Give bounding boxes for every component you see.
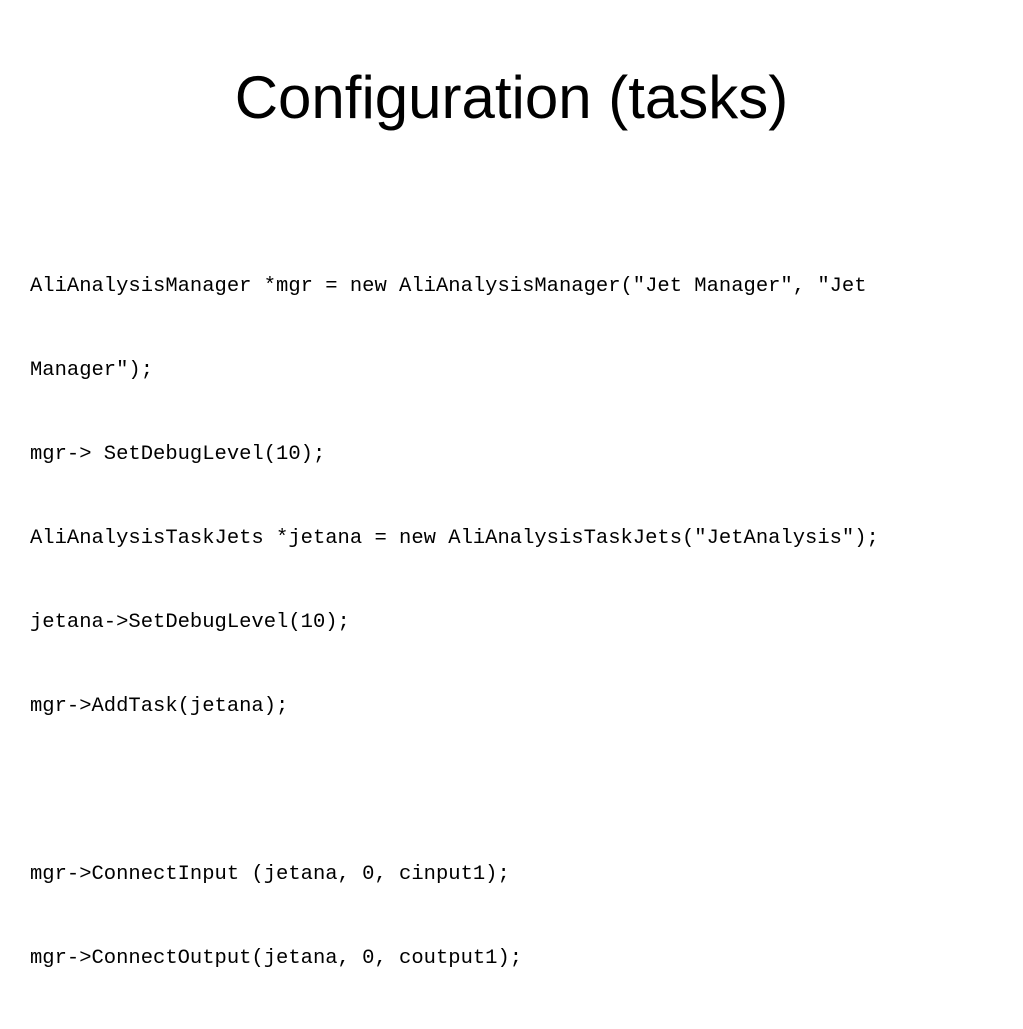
code-line: AliAnalysisTaskJets *jetana = new AliAna…: [30, 527, 879, 550]
code-block: AliAnalysisManager *mgr = new AliAnalysi…: [30, 217, 1010, 1029]
code-line: Manager");: [30, 359, 154, 382]
slide: Configuration (tasks) AliAnalysisManager…: [30, 64, 879, 970]
code-line: AliAnalysisManager *mgr = new AliAnalysi…: [30, 275, 867, 298]
code-line: mgr-> SetDebugLevel(10);: [30, 443, 326, 466]
code-line: mgr->AddTask(jetana);: [30, 695, 289, 718]
code-line-blank: [30, 777, 1010, 805]
code-line: jetana->SetDebugLevel(10);: [30, 611, 350, 634]
code-line: mgr->ConnectOutput(jetana, 0, coutput1);: [30, 947, 523, 970]
slide-title: Configuration (tasks): [234, 64, 789, 131]
code-line: mgr->ConnectInput (jetana, 0, cinput1);: [30, 863, 510, 886]
